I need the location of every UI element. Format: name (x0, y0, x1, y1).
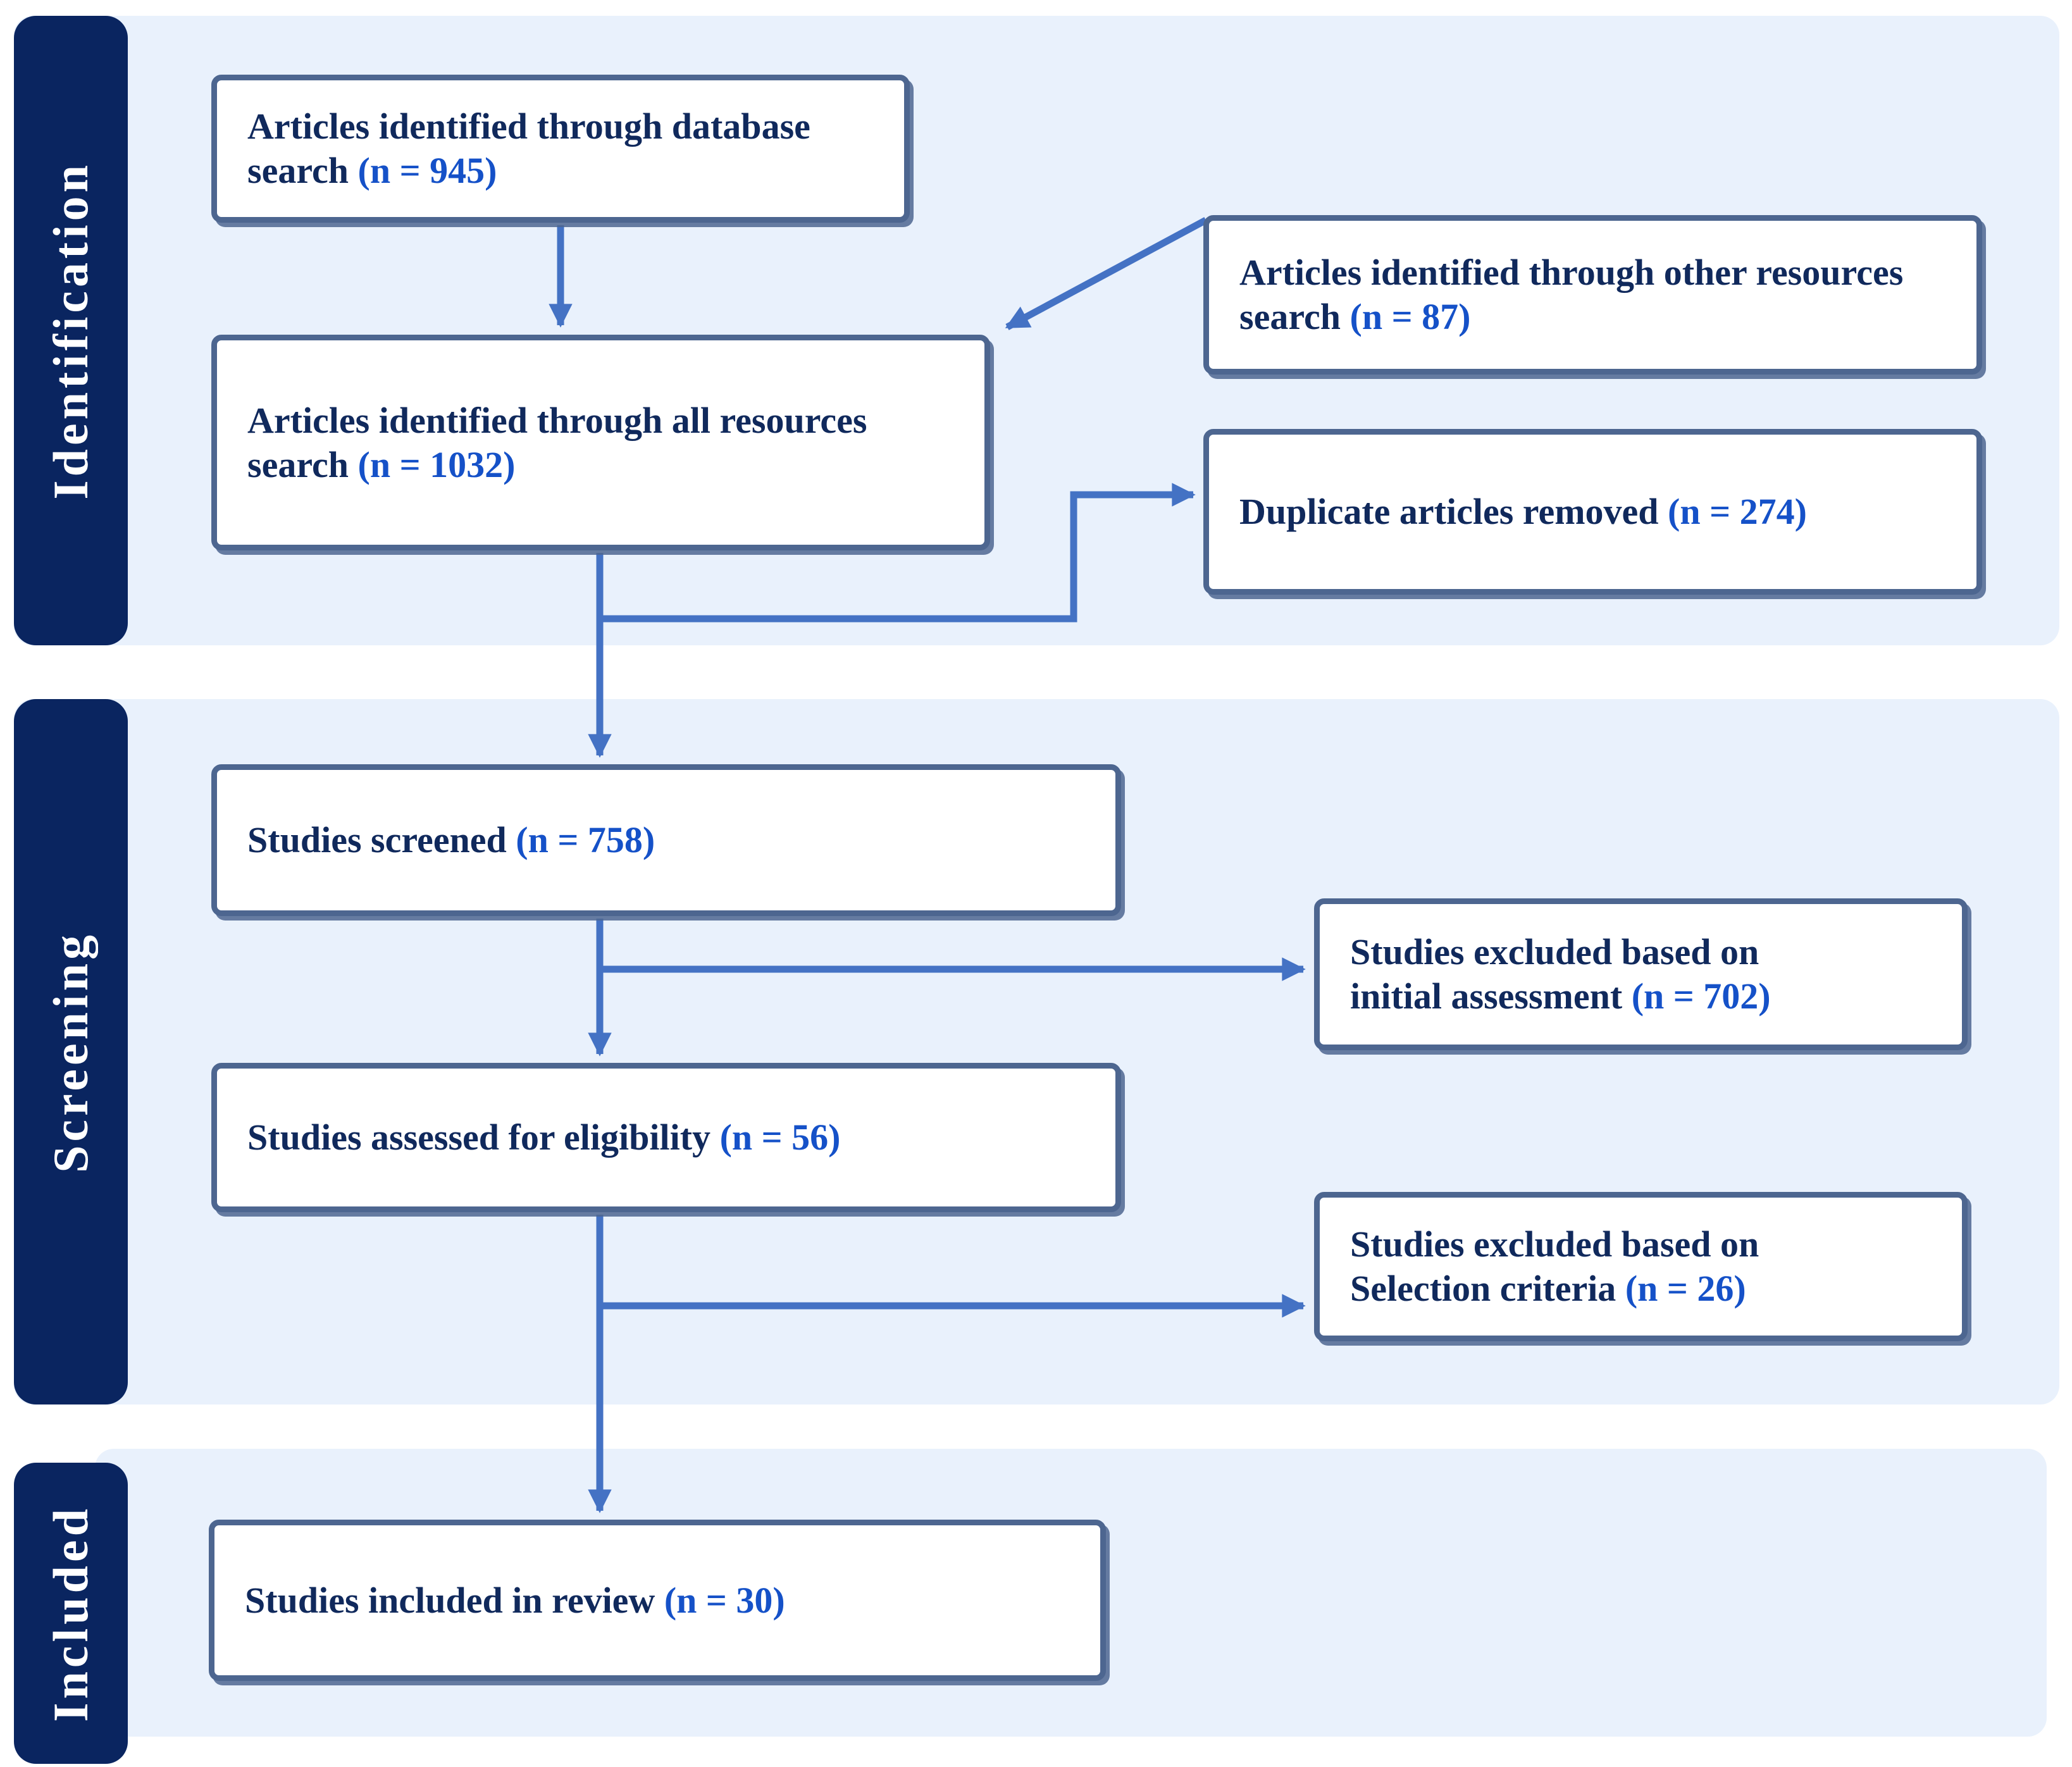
node-other-resources: Articles identified through other resour… (1203, 215, 1982, 375)
node-text: Selection criteria (1350, 1268, 1625, 1309)
node-line: Studies included in review (n = 30) (245, 1578, 1075, 1623)
node-text: search (1239, 296, 1350, 337)
node-text: Studies assessed for eligibility (247, 1117, 720, 1158)
node-text: search (247, 150, 358, 191)
node-line: search (n = 87) (1239, 295, 1951, 339)
node-line: Articles identified through database (247, 104, 879, 149)
node-count: (n = 702) (1631, 976, 1771, 1017)
arrow-all-resources-to-duplicates-removed (600, 483, 1196, 623)
node-count: (n = 758) (516, 819, 655, 860)
node-line: Articles identified through other resour… (1239, 251, 1951, 295)
node-text: Articles identified through all resource… (247, 399, 867, 441)
sidebar-section-included: Included (14, 1463, 128, 1764)
node-line: Studies excluded based on (1350, 1222, 1937, 1267)
node-text: search (247, 443, 358, 485)
node-included-review: Studies included in review (n = 30) (209, 1520, 1106, 1681)
node-text: Articles identified through database (247, 106, 810, 147)
node-count: (n = 26) (1625, 1268, 1746, 1309)
node-line: Selection criteria (n = 26) (1350, 1267, 1937, 1311)
node-count: (n = 56) (719, 1117, 841, 1158)
node-count: (n = 945) (357, 150, 497, 191)
node-text: Duplicate articles removed (1239, 491, 1668, 532)
node-line: Articles identified through all resource… (247, 399, 959, 443)
node-line: search (n = 945) (247, 149, 879, 193)
node-duplicates-removed: Duplicate articles removed (n = 274) (1203, 429, 1982, 595)
node-text: Studies included in review (245, 1579, 664, 1621)
node-count: (n = 30) (664, 1579, 785, 1621)
node-text: Studies excluded based on (1350, 931, 1759, 972)
node-count: (n = 274) (1668, 491, 1807, 532)
node-count: (n = 87) (1349, 296, 1471, 337)
sidebar-section-identification: Identification (14, 16, 128, 645)
node-assessed-eligibility: Studies assessed for eligibility (n = 56… (211, 1063, 1121, 1212)
node-line: initial assessment (n = 702) (1350, 974, 1937, 1019)
node-line: Duplicate articles removed (n = 274) (1239, 490, 1951, 534)
node-text: initial assessment (1350, 976, 1632, 1017)
sidebar-section-screening: Screening (14, 699, 128, 1404)
node-text: Studies excluded based on (1350, 1224, 1759, 1265)
arrow-other-resources-to-all-resources (1005, 217, 1208, 330)
node-line: Studies assessed for eligibility (n = 56… (247, 1115, 1090, 1160)
node-text: Articles identified through other resour… (1239, 252, 1904, 293)
node-count: (n = 1032) (357, 443, 516, 485)
node-all-resources: Articles identified through all resource… (211, 335, 990, 550)
node-text: Studies screened (247, 819, 516, 860)
node-line: search (n = 1032) (247, 443, 959, 487)
node-line: Studies excluded based on (1350, 930, 1937, 974)
node-line: Studies screened (n = 758) (247, 818, 1090, 862)
node-studies-screened: Studies screened (n = 758) (211, 764, 1121, 916)
